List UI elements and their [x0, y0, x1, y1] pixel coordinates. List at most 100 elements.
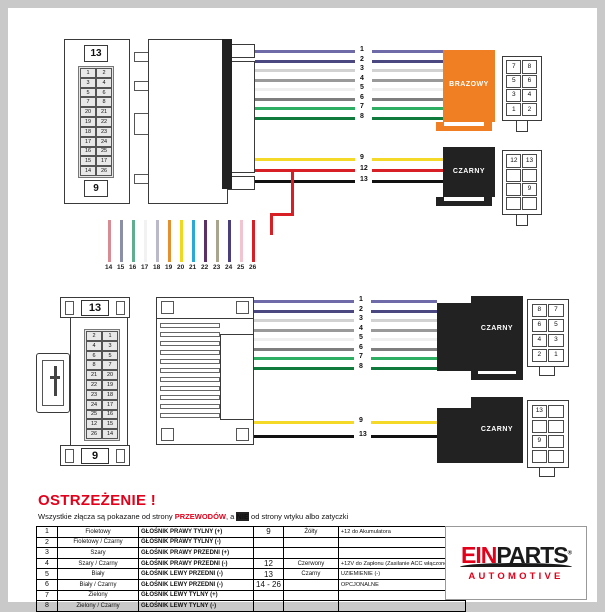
pin-cell: 15	[80, 156, 96, 167]
pin-cell: .	[506, 182, 522, 197]
pin-cell: 2	[86, 331, 102, 341]
pin-cell: 7	[102, 360, 118, 371]
wire-segment-left	[255, 78, 355, 82]
connector-czarny-b2-body	[471, 397, 523, 463]
pin-cell: 2	[522, 103, 537, 117]
harness-bottom-ribs	[160, 323, 220, 423]
pin-cell: .	[522, 197, 537, 211]
table-cell: 1	[36, 526, 58, 538]
warning-title: OSTRZEŻENIE !	[38, 492, 157, 509]
wire-segment-left	[255, 158, 355, 161]
connector-bottom-left-side-key2	[54, 366, 57, 396]
table-cell: 6	[36, 578, 58, 591]
table-cell: Czerwony	[282, 557, 339, 570]
pin-cell: 21	[96, 107, 112, 118]
pin-cell: 3	[506, 88, 522, 103]
pin-cell: .	[506, 197, 522, 211]
wire-segment-left	[254, 338, 354, 341]
wire-segment-right	[371, 338, 437, 341]
pin-cell: 3	[102, 340, 118, 351]
pinblock-czarny-top-tab	[516, 214, 528, 226]
connector-czarny-b1-body	[471, 296, 523, 371]
legend-wire-number: 19	[165, 264, 173, 271]
wire-segment-left	[255, 107, 355, 110]
harness-rib	[160, 341, 220, 346]
pin-cell: 8	[522, 60, 537, 74]
legend-wire-number: 18	[153, 264, 161, 271]
wire-segment-left	[254, 300, 354, 303]
pin-cell: 2	[531, 348, 548, 363]
wire-segment-right	[372, 59, 447, 63]
connector-bottom-left-side-inner	[42, 360, 64, 406]
harness-rib	[160, 395, 220, 400]
table-cell: Fioletowy	[57, 526, 139, 538]
wire-segment-right	[371, 300, 437, 303]
pin-cell: .	[548, 419, 564, 434]
wire-number: 4	[359, 324, 363, 332]
pin-cell: 16	[80, 146, 96, 157]
pin-cell: 4	[531, 333, 548, 348]
warning-emph-nie: NIE	[236, 512, 249, 521]
harness-rib	[160, 359, 220, 364]
harness-rib	[160, 386, 220, 391]
pin-cell: 8	[86, 360, 102, 371]
wire-segment-left	[255, 69, 355, 72]
wire-segment-left	[255, 59, 355, 63]
harness-bottom-exit	[220, 334, 254, 420]
legend-wire-number: 24	[225, 264, 233, 271]
pin-cell: 5	[506, 74, 522, 88]
wire-number: 8	[360, 112, 364, 120]
wire-segment-left	[254, 328, 354, 332]
wire-segment-right	[371, 309, 437, 313]
connector-brazowy-foot-notch	[444, 122, 484, 126]
connector-bottom-left-top-slot-l	[65, 301, 74, 315]
pin-cell: 23	[96, 126, 112, 137]
table-cell: Biały	[57, 568, 139, 580]
pin-cell: .	[548, 434, 564, 449]
harness-top-main-body	[148, 39, 228, 204]
wire-segment-right	[372, 97, 447, 101]
pin-cell: 17	[80, 136, 96, 147]
pin-cell: 16	[102, 409, 118, 420]
pin-cell: 3	[548, 333, 564, 348]
wire-segment-left	[255, 50, 355, 53]
wire-segment-right	[371, 421, 437, 424]
pin-cell: 22	[96, 117, 112, 127]
wire-segment-right	[371, 347, 437, 351]
pin-cell: 1	[80, 68, 96, 78]
table-cell: Fioletowy / Czarny	[57, 536, 139, 549]
harness-rib	[160, 350, 220, 355]
pin-cell: .	[531, 449, 548, 464]
table-cell: 5	[36, 568, 58, 580]
pin-cell: 5	[548, 318, 564, 333]
table-cell: 12	[253, 557, 284, 570]
pin-cell: 8	[531, 303, 548, 318]
table-cell	[282, 547, 339, 559]
wire-number: 7	[360, 103, 364, 110]
table-cell: 3	[36, 547, 58, 559]
pin-cell: 9	[522, 182, 537, 197]
wire-number: 3	[359, 315, 363, 322]
harness-bottom-tab-bl	[161, 428, 174, 441]
pin-cell: 4	[96, 77, 112, 88]
table-cell: GŁOŚNIK PRAWY PRZEDNI (-)	[138, 557, 254, 570]
pin-cell: 12	[86, 419, 102, 430]
legend-wire	[156, 220, 159, 262]
harness-rib	[160, 332, 220, 337]
warning-emph-przewodow: PRZEWODÓW	[174, 512, 226, 521]
table-cell: GŁOŚNIK LEWY PRZEDNI (-)	[138, 568, 254, 580]
pin-cell: 12	[506, 154, 522, 168]
connector-czarny-b1-foot	[471, 371, 523, 380]
pin-cell: 24	[96, 136, 112, 147]
pin-cell: 25	[86, 409, 102, 420]
legend-wire-number: 22	[201, 264, 209, 271]
harness-rib	[160, 413, 220, 418]
brand-logo-ein: EIN	[460, 542, 497, 568]
table-cell: Czarny	[282, 568, 339, 580]
pin-cell: 1	[506, 103, 522, 117]
harness-top-boot	[222, 39, 232, 189]
pin-cell: .	[548, 449, 564, 464]
wire-segment-left	[255, 97, 355, 101]
